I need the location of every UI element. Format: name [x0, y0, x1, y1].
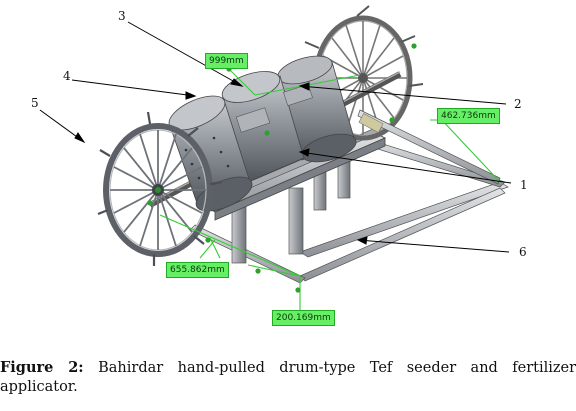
callout-2: 2: [514, 97, 522, 111]
seeder-drawing: [39, 5, 512, 318]
figure-caption: Figure 2: Bahirdar hand-pulled drum-type…: [0, 358, 576, 397]
caption-text: Bahirdar hand-pulled drum-type Tef seede…: [0, 360, 576, 395]
callout-3: 3: [118, 9, 126, 23]
draw-bar: [357, 109, 501, 185]
dimension-462: 462.736mm: [437, 108, 500, 124]
callout-4: 4: [63, 69, 71, 83]
callout-6: 6: [519, 245, 527, 259]
callout-5: 5: [31, 96, 39, 110]
drum-middle: [221, 71, 313, 183]
callout-1: 1: [520, 178, 528, 192]
dimension-200: 200.169mm: [272, 310, 335, 326]
dimension-999: 999mm: [205, 53, 248, 69]
caption-label: Figure 2:: [0, 359, 84, 376]
left-wheel: [97, 111, 223, 266]
dimension-655: 655.862mm: [166, 262, 229, 278]
ground-frame: [189, 139, 509, 284]
callout-leaders: [39, 21, 512, 253]
